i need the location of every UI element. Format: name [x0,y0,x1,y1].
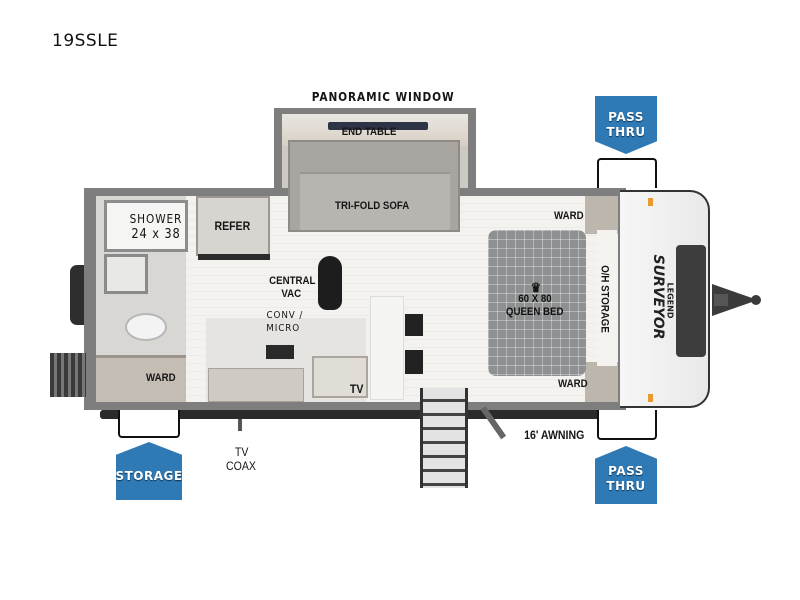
queen-bed [488,230,586,376]
toilet [125,313,167,341]
bed-type-label: QUEEN BED [505,306,564,318]
model-title: 19SSLE [52,31,119,51]
shower-size: 24 x 38 [131,227,181,242]
refrigerator-base [198,254,270,260]
entry-steps [420,388,468,488]
rear-wardrobe [96,355,186,402]
tv-label: TV [349,382,364,396]
tv-coax-port-icon [238,419,242,431]
tv-coax-label-2: COAX [226,459,256,473]
pass-thru-door-top [597,158,657,188]
crown-icon: ♛ [530,280,541,295]
front-wardrobe-top [585,196,618,234]
tv-coax-label: TV [234,445,249,459]
conv-micro-label-2: MICRO [266,323,301,334]
panoramic-window-label: PANORAMIC WINDOW [311,90,455,104]
storage-badge: STORAGE [116,442,182,500]
kitchen-sink [312,356,368,398]
pass-thru-door-bottom [597,410,657,440]
kitchen-cabinet [208,368,304,402]
oh-storage-label: O/H STORAGE [598,265,611,333]
bathroom-sink [104,254,148,294]
front-wardrobe-bottom [585,362,618,402]
overhead-storage [597,230,617,366]
badge-text: THRU [606,479,646,493]
marker-light-icon [648,394,653,402]
storage-door [118,410,180,438]
front-ward-top-label: WARD [554,210,584,222]
central-vac-label-2: VAC [281,288,302,300]
conv-micro-label: CONV / [266,310,304,321]
shower [104,200,188,252]
refrigerator [196,196,270,256]
boot-print-icon [318,256,342,310]
shower-label: SHOWER [129,212,183,226]
brand-logo: SURVEYOR [650,247,666,347]
bed-size-label: 60 X 80 [518,293,552,305]
brand-sub: LEGEND [665,282,675,319]
badge-text: PASS [608,464,644,478]
front-ward-bottom-label: WARD [558,378,588,390]
refer-label: REFER [214,219,251,233]
front-window [676,245,706,357]
end-table-label: END TABLE [341,126,397,138]
cooktop-icon [266,345,294,359]
stool-icon [405,314,423,336]
step-bar [100,410,620,419]
awning-label: 16' AWNING [524,428,585,442]
badge-text: PASS [608,110,644,124]
badge-text: STORAGE [115,468,183,483]
sofa-seat [300,172,450,230]
panoramic-window [328,122,428,130]
brand-name: SURVEYOR [650,254,666,340]
spare-tire [70,265,84,325]
rear-ward-label: WARD [146,372,176,384]
stool-icon [405,350,423,374]
tongue-hitch-icon [712,284,761,316]
kitchen-island [370,296,404,400]
rear-ladder [50,353,86,397]
sofa-label: TRI-FOLD SOFA [335,200,410,212]
central-vac-label: CENTRAL [269,275,316,287]
badge-text: THRU [606,125,646,139]
marker-light-icon [648,198,653,206]
